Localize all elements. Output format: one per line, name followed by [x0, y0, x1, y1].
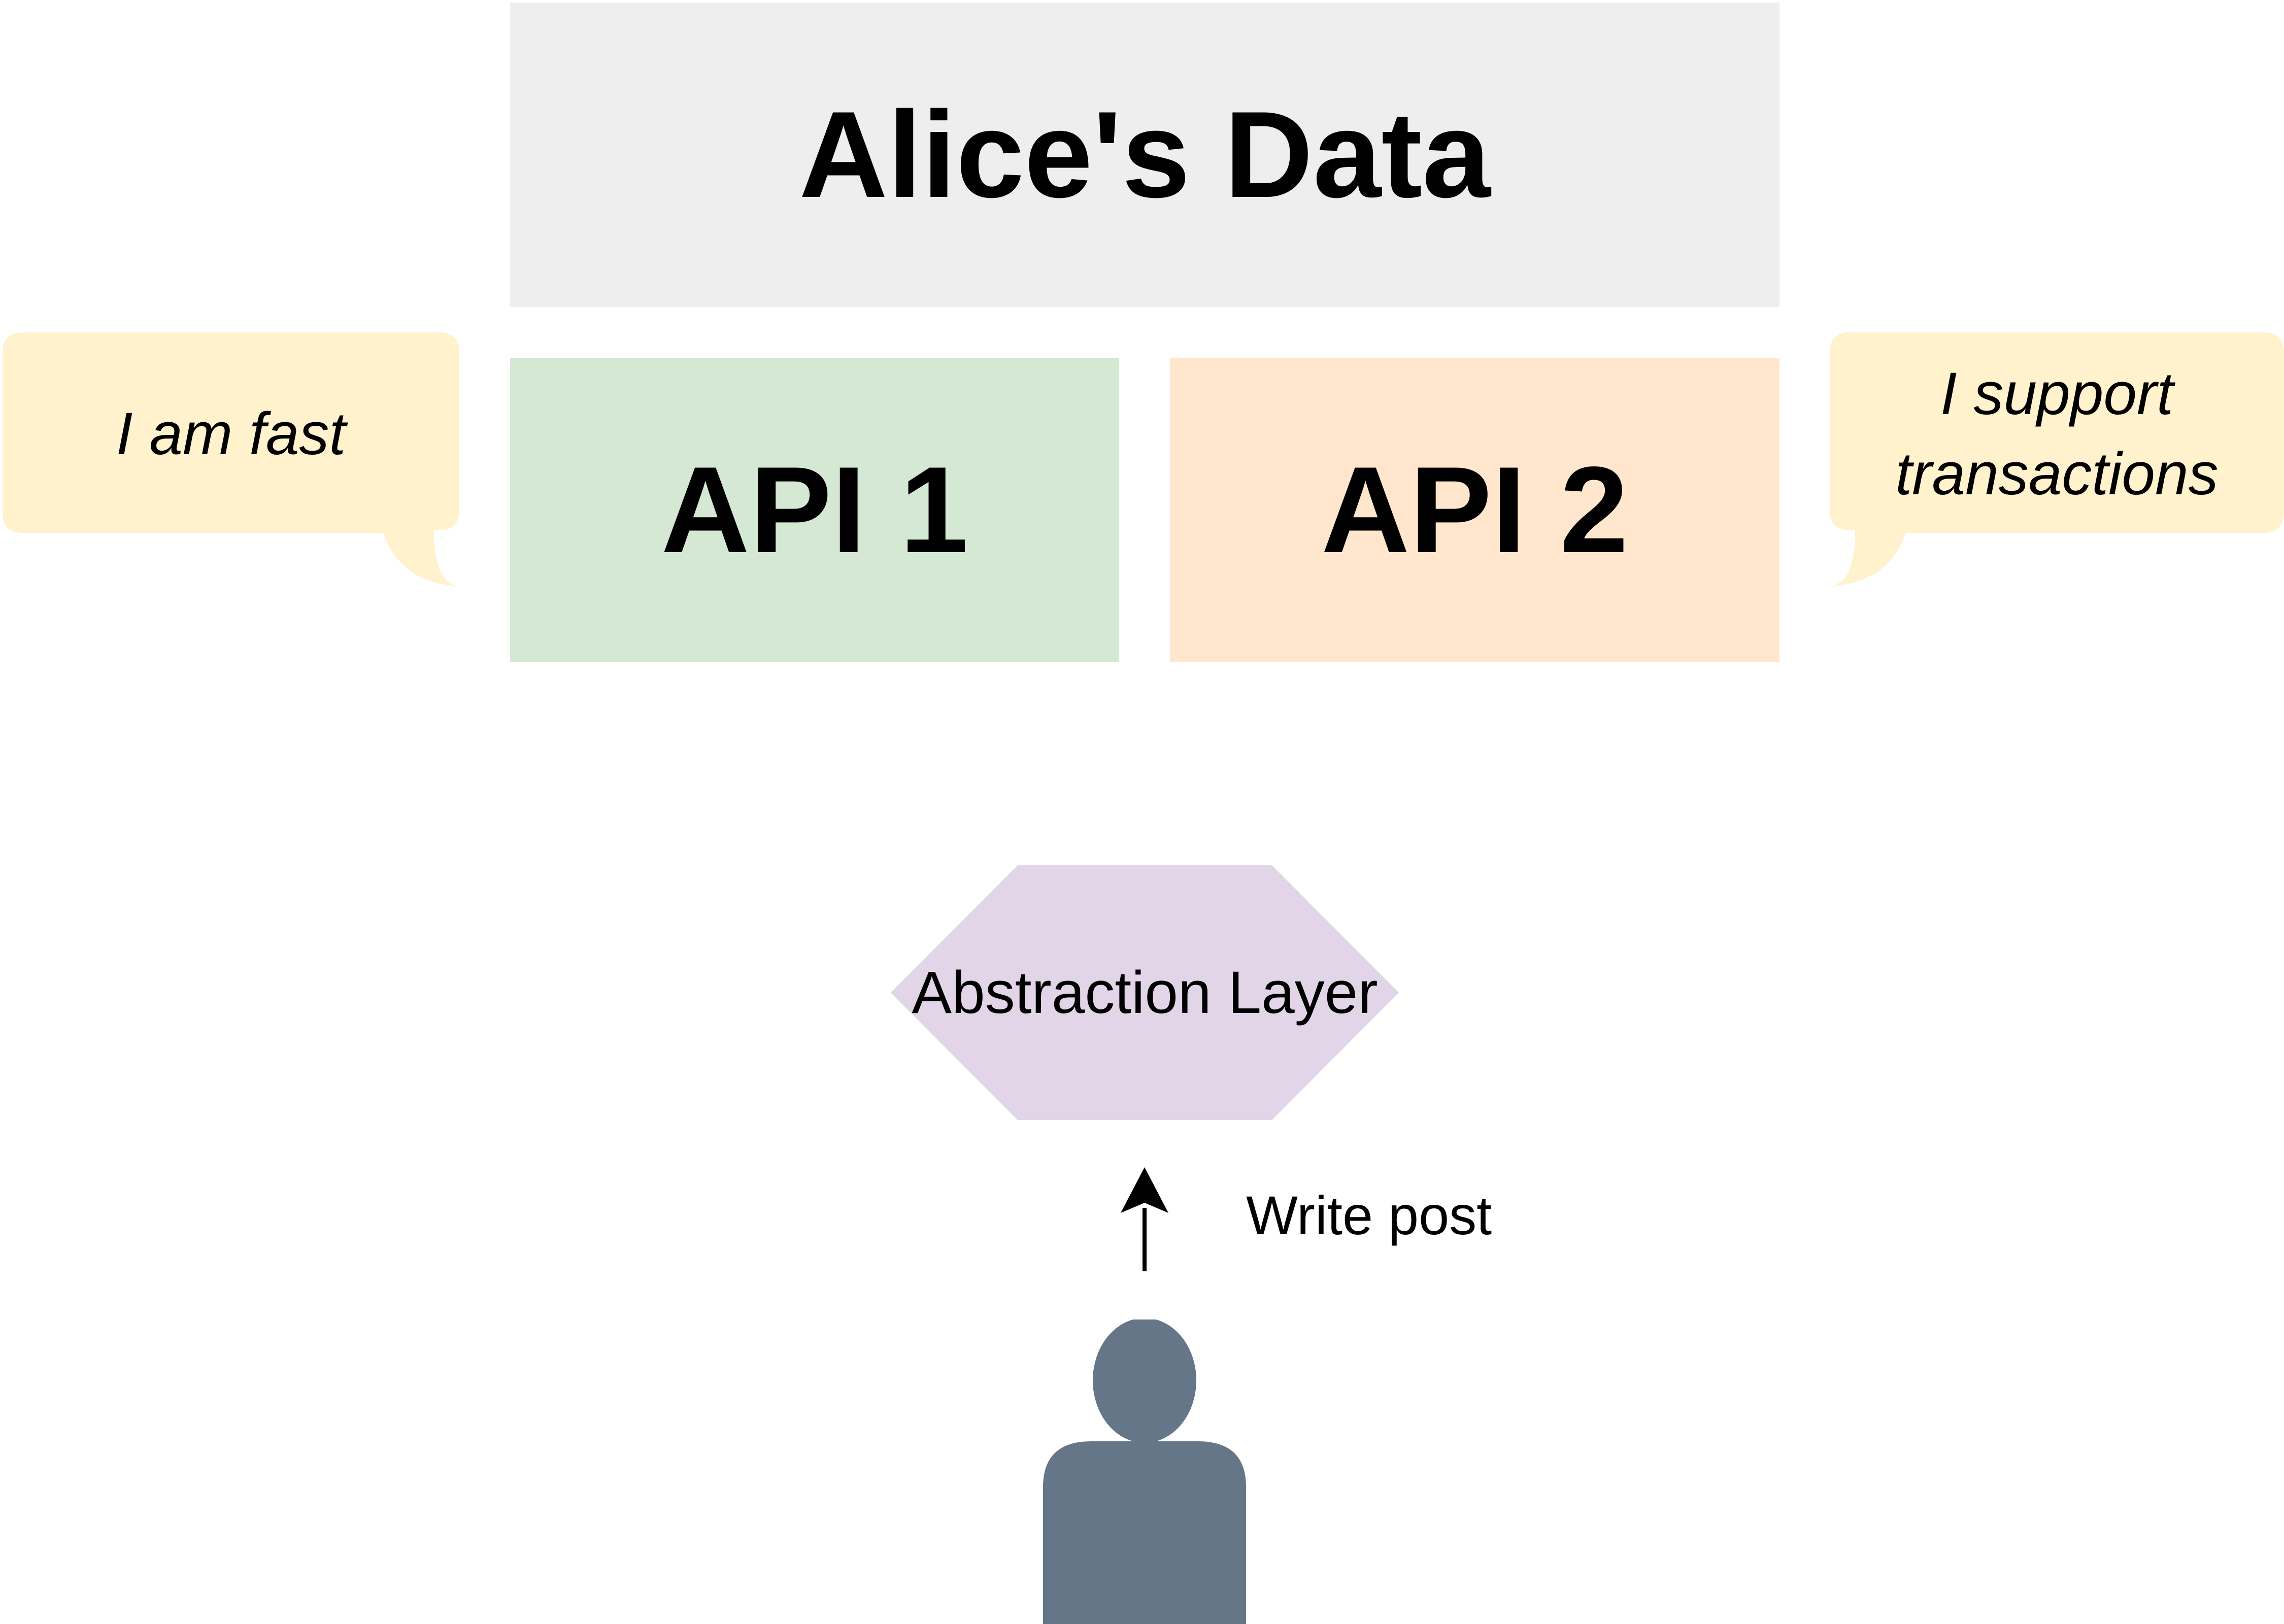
person-icon	[1043, 1319, 1246, 1624]
callout-right-bubble	[1830, 332, 2284, 586]
callout-left-text: I am fast	[116, 400, 346, 467]
abstraction-layer-hexagon	[891, 865, 1399, 1120]
abstraction-layer-label: Abstraction Layer	[912, 959, 1378, 1026]
write-post-label: Write post	[1246, 1185, 1492, 1246]
callout-left-bubble	[3, 332, 459, 586]
arrow-up-icon	[1121, 1167, 1168, 1271]
api-1-box: API 1	[510, 358, 1119, 662]
callout-right-text: I support transactions	[1895, 360, 2219, 507]
api-2-box: API 2	[1170, 358, 1779, 662]
alices-data-box: Alice's Data	[510, 3, 1779, 307]
